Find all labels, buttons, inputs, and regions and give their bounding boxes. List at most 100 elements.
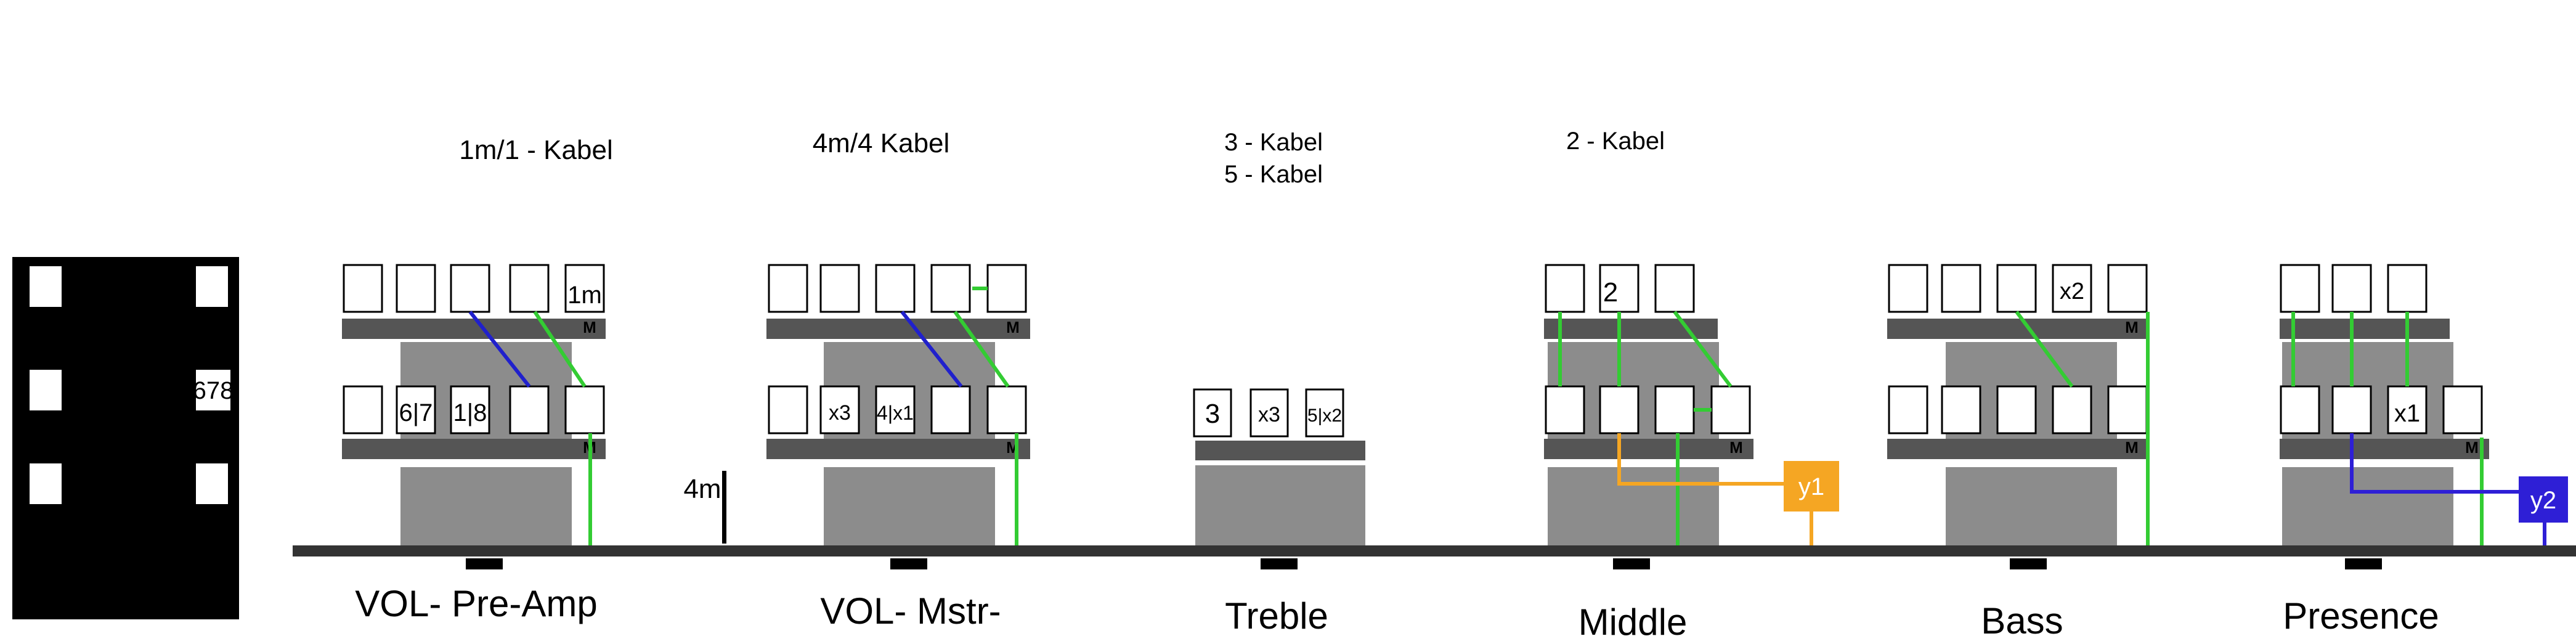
terminal-label: x1 — [2394, 400, 2420, 427]
terminal-box — [509, 385, 550, 434]
terminal-label: 1m — [567, 282, 602, 309]
foot-mark — [1613, 558, 1650, 569]
panel-slot-mid-right — [196, 370, 230, 410]
cable-note-pre-amp: 1m/1 - Kabel — [459, 135, 612, 165]
lower-block — [1195, 465, 1365, 545]
bottom-rail — [766, 439, 1030, 459]
terminal-box — [819, 385, 860, 434]
brand-mark: M — [2465, 438, 2479, 457]
terminal-box — [1888, 385, 1928, 434]
tag-box — [2519, 476, 2568, 523]
lower-block — [2282, 467, 2453, 545]
terminal-box — [450, 385, 490, 434]
module-title: Treble — [1225, 595, 1328, 637]
foot-mark — [890, 558, 927, 569]
brand-mark: M — [1729, 438, 1743, 457]
module-middle: M 2 Middle — [1544, 264, 1813, 643]
lower-block — [1946, 467, 2117, 545]
terminal-box — [343, 385, 383, 434]
module-treble: 3 x3 5|x2 Treble — [1193, 388, 1365, 637]
terminal-box — [1654, 385, 1695, 434]
tag-box — [1784, 461, 1839, 512]
bottom-rail — [1544, 439, 1753, 459]
module-title: Presence — [2283, 595, 2439, 637]
left-panel-body — [12, 257, 239, 619]
module-pre-amp: M M 1m 6|7 1|8 VOL- Pre-Amp — [342, 264, 606, 624]
module-master: M M x3 4|x1 VOL- Mstr- — [766, 264, 1030, 632]
green-wire — [2015, 311, 2074, 388]
terminal-label: x3 — [829, 401, 851, 425]
terminal-box — [396, 264, 436, 313]
panel-jack-label: 678 — [193, 377, 234, 404]
terminal-box — [2052, 264, 2092, 313]
brand-mark: M — [583, 318, 596, 336]
tag-y1: y1 — [1784, 461, 1839, 512]
terminal-box — [768, 385, 808, 434]
terminal-box — [2280, 385, 2320, 434]
lower-block — [1548, 467, 1719, 545]
terminal-label: 4|x1 — [877, 402, 914, 424]
bottom-rail — [342, 439, 606, 459]
terminal-box — [450, 264, 490, 313]
lower-block — [400, 467, 572, 545]
terminal-box — [2331, 264, 2372, 313]
terminal-label: x2 — [2060, 279, 2084, 304]
cable-note-master: 4m/4 Kabel — [813, 128, 950, 158]
terminal-box — [1710, 385, 1751, 434]
terminal-box — [875, 385, 916, 434]
top-rail — [342, 319, 606, 339]
terminal-box — [1941, 264, 1981, 313]
bottom-rail — [1887, 439, 2150, 459]
top-rail — [766, 319, 1030, 339]
terminal-box — [1193, 388, 1232, 438]
terminal-label: 2 — [1603, 277, 1618, 308]
terminal-box — [343, 264, 383, 313]
module-title: VOL- Mstr- — [820, 590, 1001, 632]
terminal-box — [396, 385, 436, 434]
brand-mark: M — [1006, 318, 1020, 336]
scale-label: 4m — [683, 474, 721, 504]
module-title: Bass — [1981, 600, 2063, 642]
top-rail — [2280, 319, 2450, 339]
terminal-box — [1996, 264, 2037, 313]
terminal-label: 3 — [1205, 399, 1220, 429]
terminal-box — [2107, 385, 2148, 434]
green-wire — [953, 311, 1010, 388]
terminal-box — [564, 385, 605, 434]
cable-note-treble-b: 5 - Kabel — [1224, 161, 1323, 188]
module-title: Middle — [1579, 601, 1688, 643]
foot-mark — [466, 558, 503, 569]
terminal-box — [875, 264, 916, 313]
terminal-box — [986, 385, 1027, 434]
terminal-box — [2387, 264, 2428, 313]
terminal-box — [2280, 264, 2320, 313]
tag-y2: y2 — [2519, 476, 2568, 523]
terminal-label: x3 — [1258, 403, 1280, 426]
terminal-box — [1941, 385, 1981, 434]
module-bass: M M x2 Bass — [1887, 264, 2150, 642]
terminal-box — [509, 264, 550, 313]
tag-label: y2 — [2530, 487, 2556, 514]
scale-marker: 4m — [683, 471, 726, 544]
panel-slot-top-left — [30, 266, 62, 307]
terminal-box — [564, 264, 605, 313]
module-presence: M x1 Presence — [2280, 264, 2546, 637]
tag-label: y1 — [1798, 473, 1824, 500]
terminal-box — [1545, 385, 1585, 434]
terminal-box — [2442, 385, 2483, 434]
left-panel: 678 — [12, 257, 239, 619]
blue-wire — [900, 311, 963, 388]
brand-mark: M — [2125, 318, 2139, 336]
purple-wire — [2350, 433, 2520, 494]
rail — [1195, 441, 1365, 460]
foot-mark — [2010, 558, 2047, 569]
green-wire — [1673, 311, 1733, 388]
terminal-box — [2331, 385, 2372, 434]
orange-wire — [1617, 433, 1784, 486]
terminal-box — [930, 264, 971, 313]
terminal-box — [1888, 264, 1928, 313]
blue-wire — [468, 311, 531, 388]
brand-mark: M — [2125, 438, 2139, 457]
panel-slot-top-right — [196, 266, 228, 307]
